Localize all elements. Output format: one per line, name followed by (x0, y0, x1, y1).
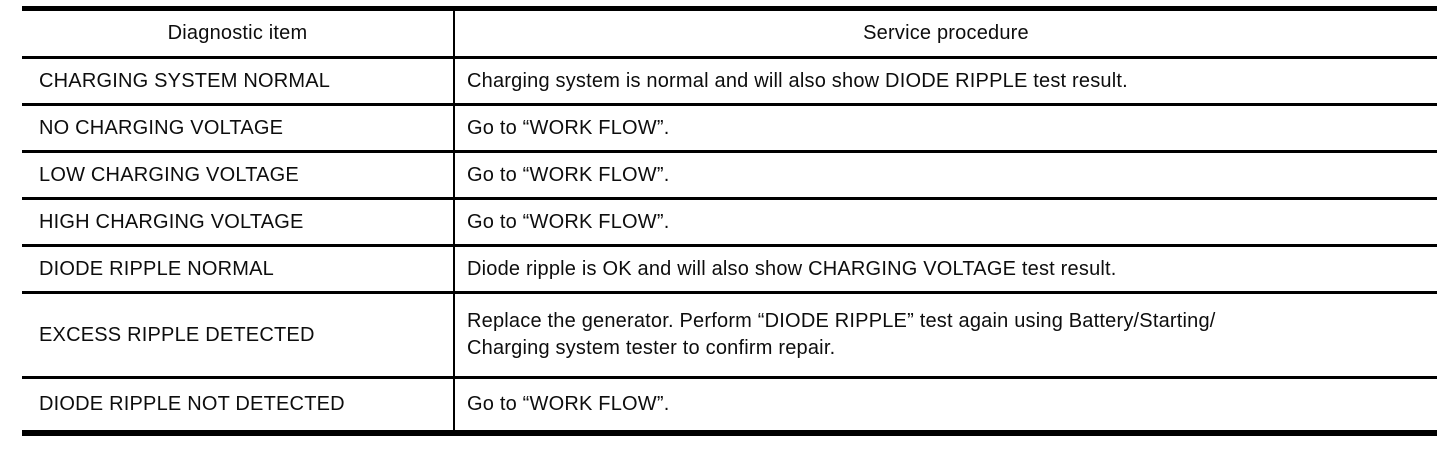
diagnostic-item-cell: EXCESS RIPPLE DETECTED (22, 294, 455, 376)
diagnostic-item-cell: DIODE RIPPLE NORMAL (22, 247, 455, 291)
diagnostic-item-cell: DIODE RIPPLE NOT DETECTED (22, 379, 455, 430)
diagnostic-item-cell: NO CHARGING VOLTAGE (22, 106, 455, 150)
table-row: HIGH CHARGING VOLTAGE Go to “WORK FLOW”. (22, 200, 1437, 247)
column-header-diagnostic-item: Diagnostic item (22, 11, 455, 56)
service-procedure-cell: Charging system is normal and will also … (467, 69, 1128, 92)
column-header-service-procedure: Service procedure (863, 22, 1029, 44)
diagnostic-item-cell: CHARGING SYSTEM NORMAL (22, 59, 455, 103)
service-procedure-cell: Go to “WORK FLOW”. (467, 116, 670, 139)
service-procedure-cell: Go to “WORK FLOW”. (467, 210, 670, 233)
table-header-row: Diagnostic item Service procedure (22, 11, 1437, 59)
table-row: NO CHARGING VOLTAGE Go to “WORK FLOW”. (22, 106, 1437, 153)
table-row: LOW CHARGING VOLTAGE Go to “WORK FLOW”. (22, 153, 1437, 200)
service-procedure-cell: Go to “WORK FLOW”. (467, 163, 670, 186)
diagnostic-item-cell: LOW CHARGING VOLTAGE (22, 153, 455, 197)
diagnostic-item-cell: HIGH CHARGING VOLTAGE (22, 200, 455, 244)
table-row: DIODE RIPPLE NOT DETECTED Go to “WORK FL… (22, 379, 1437, 430)
table-row: EXCESS RIPPLE DETECTED Replace the gener… (22, 294, 1437, 379)
service-procedure-cell: Replace the generator. Perform “DIODE RI… (467, 310, 1216, 359)
service-procedure-cell: Diode ripple is OK and will also show CH… (467, 257, 1117, 280)
table-row: DIODE RIPPLE NORMAL Diode ripple is OK a… (22, 247, 1437, 294)
diagnostic-table: Diagnostic item Service procedure CHARGI… (22, 6, 1437, 436)
table-row: CHARGING SYSTEM NORMAL Charging system i… (22, 59, 1437, 106)
service-procedure-cell: Go to “WORK FLOW”. (467, 393, 670, 415)
